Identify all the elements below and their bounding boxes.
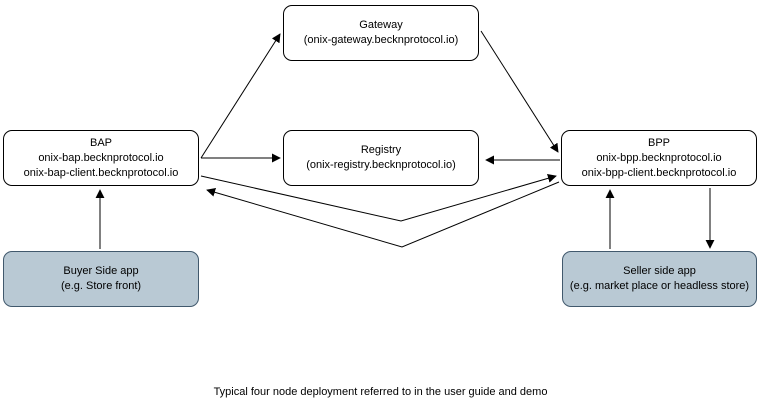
node-bap: BAP onix-bap.becknprotocol.io onix-bap-c… [3, 130, 199, 186]
node-buyer-app-title: Buyer Side app [63, 265, 139, 277]
node-bpp-title: BPP [647, 136, 670, 149]
node-registry-title: Registry [360, 144, 402, 156]
node-bpp: BPP onix-bpp.becknprotocol.io onix-bpp-c… [561, 130, 757, 186]
node-gateway: Gateway (onix-gateway.becknprotocol.io) [283, 5, 479, 61]
node-gateway-domain: (onix-gateway.becknprotocol.io) [303, 34, 459, 46]
edge-gateway-to-bpp [480, 30, 559, 153]
node-gateway-title: Gateway [359, 19, 403, 31]
node-bpp-domain: onix-bpp.becknprotocol.io [596, 151, 722, 164]
node-bap-domain: onix-bap.becknprotocol.io [38, 151, 164, 164]
edge-bap-to-gateway [200, 33, 281, 159]
node-seller-app: Seller side app (e.g. market place or he… [562, 251, 757, 307]
node-bpp-client-domain: onix-bpp-client.becknprotocol.io [581, 166, 737, 179]
node-bap-title: BAP [89, 136, 112, 149]
node-bap-client-domain: onix-bap-client.becknprotocol.io [23, 166, 179, 179]
node-registry: Registry (onix-registry.becknprotocol.io… [283, 130, 479, 186]
node-seller-app-title: Seller side app [623, 265, 696, 277]
diagram-caption: Typical four node deployment referred to… [213, 386, 548, 398]
node-registry-domain: (onix-registry.becknprotocol.io) [306, 159, 456, 171]
node-buyer-app: Buyer Side app (e.g. Store front) [3, 251, 199, 307]
edge-bpp-to-bap [206, 181, 560, 248]
node-buyer-app-example: (e.g. Store front) [60, 280, 142, 292]
node-seller-app-example: (e.g. market place or headless store) [569, 280, 750, 292]
